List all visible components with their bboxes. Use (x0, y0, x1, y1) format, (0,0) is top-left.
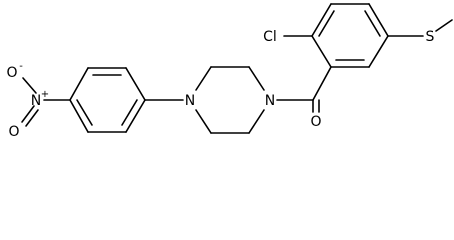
bond (69, 99, 89, 133)
bond (21, 105, 35, 123)
bond (311, 3, 332, 37)
chlorine-label: Cl (263, 29, 277, 45)
bond (121, 99, 138, 126)
bond (311, 35, 332, 68)
nitro-oxygen-charge: - (19, 61, 23, 72)
carbonyl-oxygen-label: O (310, 114, 321, 130)
bond (248, 66, 265, 91)
bond (248, 109, 265, 134)
piperazine-nitrogen-right-label: N (265, 93, 275, 109)
atom-labels: O - N + O N N O Cl S (6, 29, 434, 140)
bond (318, 10, 335, 37)
bond (435, 19, 453, 32)
sulfur-label: S (426, 29, 435, 45)
piperazine-nitrogen-left-label: N (185, 93, 195, 109)
bonds (21, 3, 453, 134)
bond (368, 35, 389, 68)
bond (125, 99, 146, 133)
bond (312, 66, 332, 101)
bond (364, 10, 381, 37)
bond (195, 109, 212, 134)
nitro-oxygen-bottom-label: O (8, 124, 19, 140)
bond (76, 99, 93, 126)
nitro-nitrogen-label: N (31, 93, 41, 109)
nitro-oxygen-top-label: O (6, 65, 17, 81)
bond (195, 66, 212, 91)
bond (22, 77, 37, 94)
bond (368, 3, 389, 37)
bond (125, 67, 146, 101)
chemical-structure: O - N + O N N O Cl S (6, 3, 453, 140)
nitro-nitrogen-charge: + (41, 89, 49, 100)
bond (25, 109, 39, 127)
bond (69, 67, 89, 101)
